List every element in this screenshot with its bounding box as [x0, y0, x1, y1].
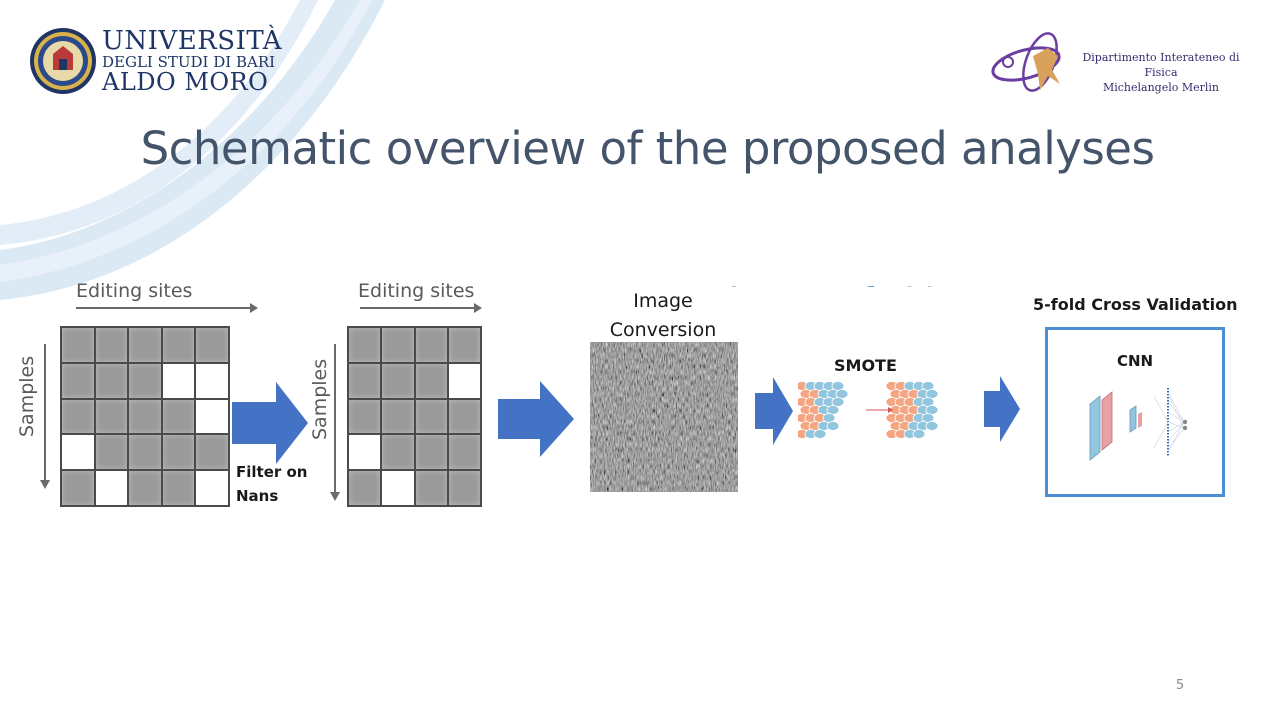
matrix-cell	[349, 471, 381, 505]
step2-matrix	[347, 326, 482, 507]
matrix-cell	[349, 363, 381, 398]
physics-department-icon	[991, 32, 1061, 92]
department-name-line2: Michelangelo Merlin	[1102, 81, 1220, 94]
matrix-cell	[448, 399, 480, 434]
matrix-cell-nan	[382, 471, 414, 505]
matrix-cell	[196, 435, 228, 470]
matrix-cell	[415, 435, 447, 470]
filter-label-line1: Filter on	[236, 463, 308, 481]
matrix-cell	[415, 363, 447, 398]
matrix-cell	[95, 363, 128, 398]
image-conversion-line2: Conversion	[609, 319, 717, 341]
university-seal-icon	[30, 28, 96, 94]
university-name-line3: ALDO MORO	[102, 68, 269, 96]
matrix-cell	[415, 328, 447, 362]
matrix-cell-nan	[196, 363, 228, 398]
conversion-arrow-icon	[498, 381, 574, 457]
department-logo: Dipartimento Interateneo di Fisica Miche…	[988, 26, 1258, 98]
smote-arrow-icon	[755, 377, 793, 445]
smote-sample-majority	[813, 429, 827, 439]
step1-y-label: Samples	[16, 355, 38, 437]
cv-label: 5-fold Cross Validation	[1033, 295, 1238, 314]
matrix-cell	[62, 399, 94, 434]
smote-sample-majority	[831, 397, 845, 407]
matrix-cell	[129, 471, 161, 505]
matrix-cell	[95, 435, 128, 470]
matrix-cell-nan	[448, 363, 480, 398]
faint-marks	[732, 286, 932, 288]
smote-illustration	[798, 381, 939, 439]
university-name-line2: DEGLI STUDI DI BARI	[102, 53, 276, 71]
matrix-cell	[382, 363, 414, 398]
matrix-cell-nan	[95, 471, 128, 505]
matrix-cell	[448, 328, 480, 362]
smote-arrow-head-icon	[888, 407, 893, 413]
image-conversion-line1: Image	[633, 290, 693, 312]
matrix-cell-nan	[349, 435, 381, 470]
filter-arrow-icon	[232, 382, 308, 464]
matrix-cell	[129, 435, 161, 470]
matrix-cell-nan	[196, 399, 228, 434]
university-logo: UNIVERSITÀ DEGLI STUDI DI BARI ALDO MORO	[28, 26, 282, 98]
step1-matrix	[60, 326, 230, 507]
filter-label: Filter on Nans	[236, 460, 307, 508]
smote-sample-majority	[826, 421, 840, 431]
matrix-cell	[62, 363, 94, 398]
smote-sample-majority	[912, 429, 926, 439]
matrix-cell	[129, 328, 161, 362]
matrix-cell	[129, 363, 161, 398]
matrix-cell	[448, 471, 480, 505]
matrix-cell	[196, 328, 228, 362]
cnn-icon	[1089, 388, 1188, 461]
filter-label-line2: Nans	[236, 487, 279, 505]
matrix-cell	[415, 471, 447, 505]
step1-x-label: Editing sites	[76, 280, 193, 302]
matrix-cell	[162, 399, 195, 434]
department-name-line1: Dipartimento Interateneo di Fisica	[1082, 51, 1240, 79]
matrix-cell	[95, 399, 128, 434]
matrix-cell	[349, 328, 381, 362]
cv-arrow-icon	[984, 376, 1020, 442]
matrix-cell-nan	[162, 363, 195, 398]
step2-y-arrow-icon	[330, 344, 340, 501]
step1-x-arrow-icon	[76, 303, 258, 313]
matrix-cell	[129, 399, 161, 434]
matrix-cell	[349, 399, 381, 434]
step2-x-axis: Editing sites	[344, 280, 504, 322]
step2-x-label: Editing sites	[358, 280, 475, 302]
step1-x-axis: Editing sites	[62, 280, 258, 322]
cnn-label: CNN	[1116, 352, 1154, 370]
step1-y-arrow-icon	[40, 344, 50, 489]
image-conversion-label: Image Conversion	[598, 287, 728, 345]
matrix-cell	[382, 399, 414, 434]
step2-x-arrow-icon	[360, 303, 482, 313]
matrix-cell	[415, 399, 447, 434]
smote-label: SMOTE	[834, 356, 897, 375]
matrix-cell	[162, 471, 195, 505]
matrix-cell-nan	[196, 471, 228, 505]
matrix-cell-nan	[62, 435, 94, 470]
matrix-cell	[62, 328, 94, 362]
university-name-line1: UNIVERSITÀ	[102, 26, 283, 56]
department-name: Dipartimento Interateneo di Fisica Miche…	[1066, 50, 1256, 95]
matrix-cell	[95, 328, 128, 362]
converted-image	[590, 342, 738, 492]
slide-title: Schematic overview of the proposed analy…	[140, 122, 1155, 175]
matrix-cell	[382, 435, 414, 470]
background-swoosh	[0, 0, 385, 300]
cv-box: CNN	[1045, 327, 1225, 497]
page-number: 5	[1175, 678, 1185, 693]
matrix-cell	[162, 328, 195, 362]
matrix-cell	[62, 471, 94, 505]
matrix-cell	[382, 328, 414, 362]
university-name: UNIVERSITÀ DEGLI STUDI DI BARI ALDO MORO	[102, 28, 282, 94]
matrix-cell	[162, 435, 195, 470]
smote-sample-majority	[925, 421, 939, 431]
matrix-cell	[448, 435, 480, 470]
